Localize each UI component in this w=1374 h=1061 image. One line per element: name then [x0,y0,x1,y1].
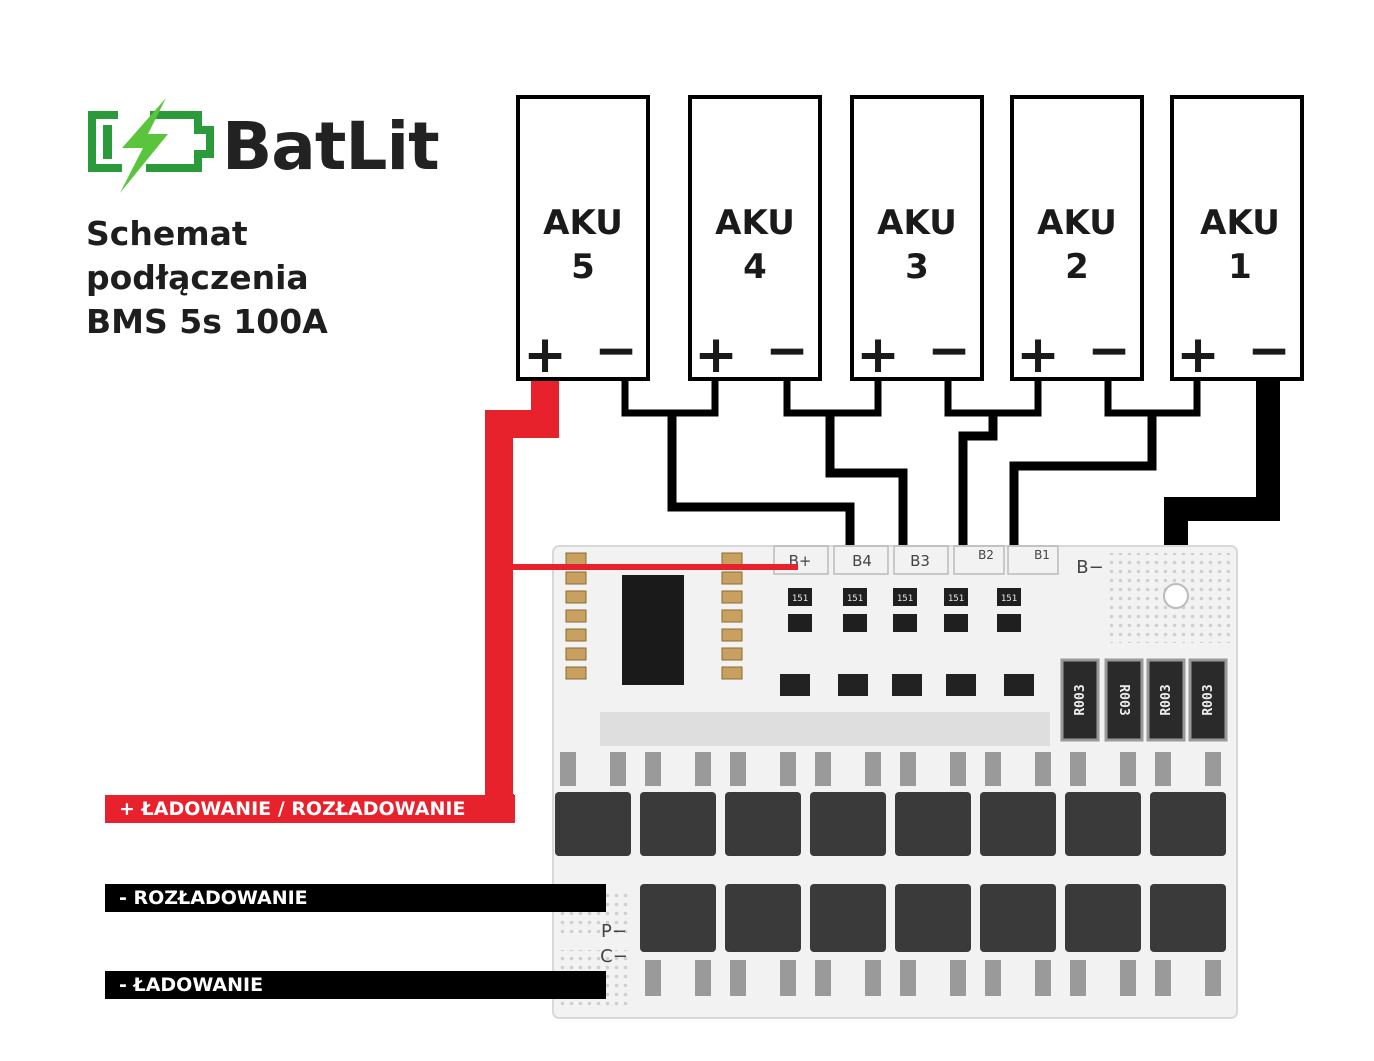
resistor-code: 151 [792,594,808,604]
pad-label-b1: B1 [1034,548,1050,562]
diagram-title: Schemat podłączenia BMS 5s 100A [86,212,328,344]
pad-label-bminus: B− [1076,557,1103,578]
pad-label-b2: B2 [978,548,994,562]
shunt-code: R003 [1201,684,1216,715]
aku3-number: 3 [905,247,929,287]
aku4-number: 4 [743,247,767,287]
shunt-code: R003 [1116,684,1131,715]
bms-ic-chip [622,575,684,685]
aku2-minus: − [1087,321,1131,381]
shunt-code: R003 [1073,684,1088,715]
battery-aku-3 [850,95,984,381]
resistor-code: 151 [948,594,964,604]
aku4-label: AKU [715,203,795,243]
resistor-code: 151 [847,594,863,604]
aku2-label: AKU [1037,203,1117,243]
aku5-label: AKU [543,203,623,243]
aku3-minus: − [927,321,971,381]
resistor-code: 151 [897,594,913,604]
title-line: BMS 5s 100A [86,302,328,341]
charge-label: - ŁADOWANIE [105,971,605,999]
bms-board: 151 151 151 151 151 [552,545,1238,1019]
battery-aku-4 [688,95,822,381]
battery-aku-5 [516,95,650,381]
discharge-label: - ROZŁADOWANIE [105,884,605,912]
batlit-logo-icon [88,98,214,193]
shunt-code: R003 [1159,684,1174,715]
aku5-plus: + [523,325,567,385]
pad-label-pminus: P− [601,921,627,942]
pad-label-cminus: C− [600,946,628,967]
aku1-minus: − [1247,321,1291,381]
aku1-plus: + [1176,325,1220,385]
series-interconnect-wires [621,381,1201,417]
pad-label-b4: B4 [852,552,872,570]
title-line: podłączenia [86,258,309,297]
aku1-number: 1 [1228,247,1252,287]
aku2-plus: + [1016,325,1060,385]
aku4-minus: − [765,321,809,381]
aku5-minus: − [594,321,638,381]
battery-aku-2 [1010,95,1144,381]
pad-label-b3: B3 [910,552,930,570]
aku3-plus: + [856,325,900,385]
mosfet-row-lower [640,884,1226,996]
aku2-number: 2 [1065,247,1089,287]
brand-name: BatLit [222,108,440,185]
aku3-label: AKU [877,203,957,243]
aku4-plus: + [694,325,738,385]
title-line: Schemat [86,214,248,253]
charge-discharge-label: + ŁADOWANIE / ROZŁADOWANIE [105,795,515,823]
battery-aku-1 [1170,95,1304,381]
positive-main-wire [485,381,559,812]
mosfet-row-upper [555,752,1226,856]
aku1-label: AKU [1200,203,1280,243]
balance-wires [667,413,1157,578]
aku5-number: 5 [571,247,595,287]
resistor-code: 151 [1001,594,1017,604]
